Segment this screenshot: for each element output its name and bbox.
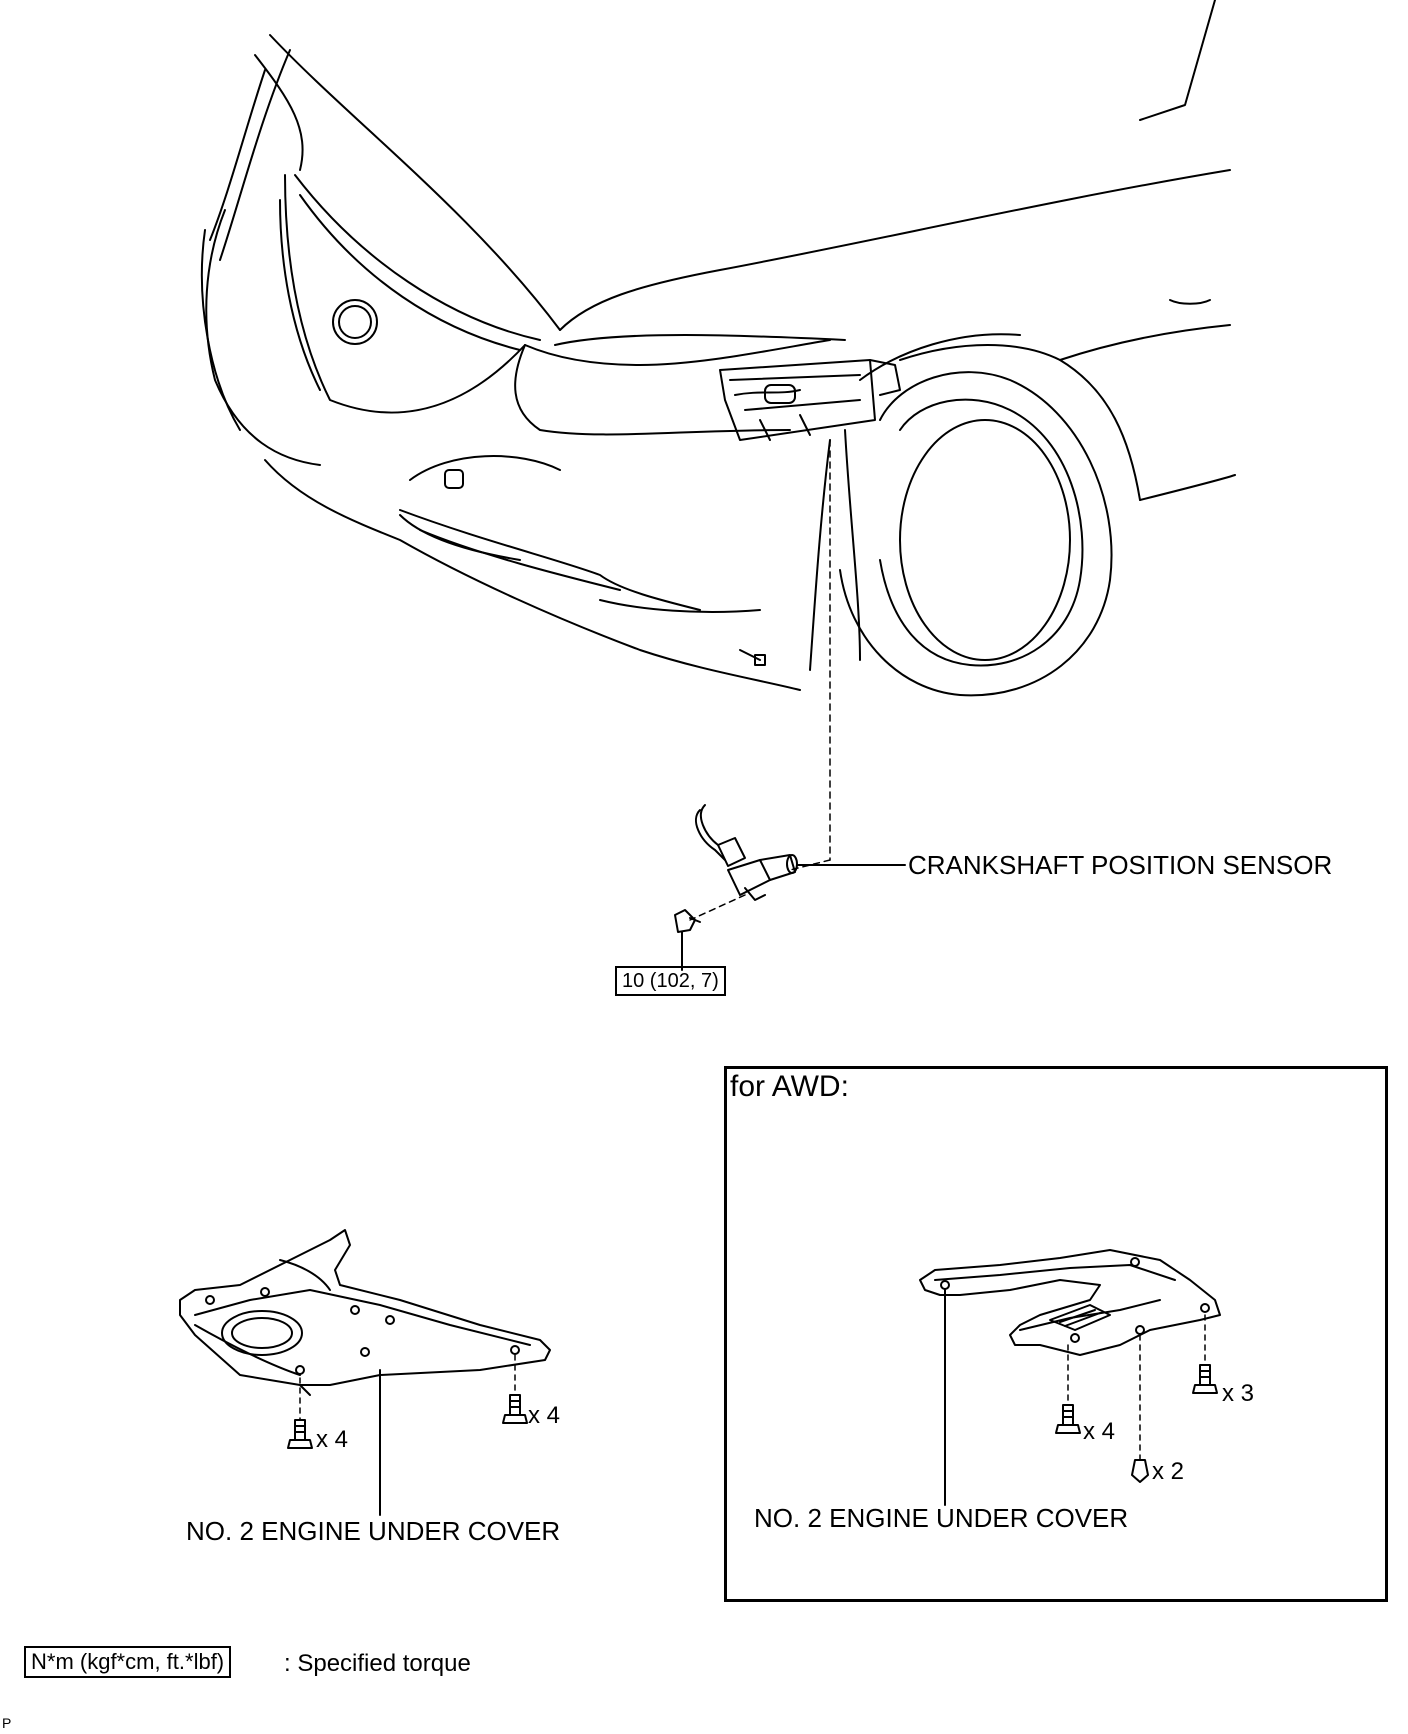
qty-awd-bolts: x 4: [1083, 1418, 1116, 1445]
crankshaft-sensor-assembly: [674, 439, 906, 971]
under-cover-right-illustration: [919, 1249, 1221, 1506]
under-cover-right-label: NO. 2 ENGINE UNDER COVER: [754, 1503, 1129, 1533]
awd-title: for AWD:: [730, 1070, 849, 1103]
qty-left-bolts: x 4: [316, 1426, 349, 1453]
car-front-illustration: [200, 0, 1236, 697]
awd-variant-frame: [724, 1066, 1388, 1602]
crankshaft-sensor-label: CRANKSHAFT POSITION SENSOR: [908, 850, 1333, 880]
legend-torque-box: N*m (kgf*cm, ft.*lbf): [24, 1646, 232, 1679]
under-cover-left-illustration: [179, 1229, 551, 1516]
torque-spec-box: 10 (102, 7): [615, 966, 726, 996]
qty-left-bolts-right: x 4: [528, 1402, 561, 1429]
qty-awd-bolts-b: x 3: [1222, 1380, 1255, 1407]
corner-mark: P: [2, 1715, 12, 1731]
qty-awd-clips: x 2: [1152, 1458, 1185, 1485]
under-cover-left-label: NO. 2 ENGINE UNDER COVER: [186, 1516, 561, 1546]
legend-torque-text: : Specified torque: [284, 1650, 471, 1677]
